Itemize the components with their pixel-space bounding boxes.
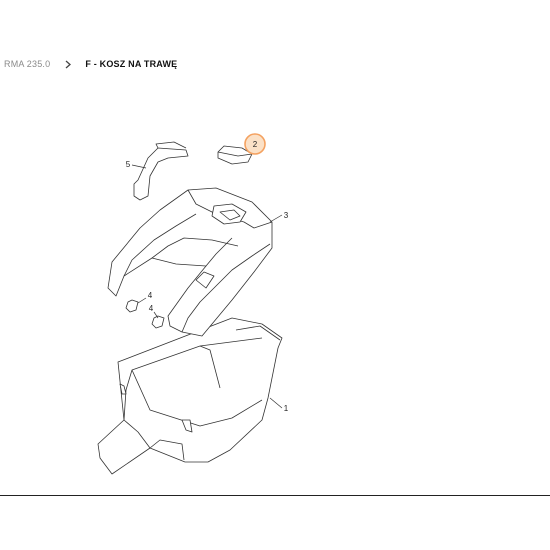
part-1-callout[interactable]: 1 <box>284 404 289 413</box>
bottom-divider <box>0 495 550 496</box>
part-4-screw-a[interactable] <box>125 299 139 313</box>
breadcrumb-current: F - KOSZ NA TRAWĘ <box>85 59 178 69</box>
part-2-callout[interactable]: 2 <box>253 140 258 149</box>
part-2-cap[interactable] <box>217 145 253 165</box>
breadcrumb: RMA 235.0 F - KOSZ NA TRAWĘ <box>4 57 177 71</box>
breadcrumb-parent-link[interactable]: RMA 235.0 <box>4 59 51 69</box>
part-4-callout-a[interactable]: 4 <box>148 291 153 300</box>
part-5-callout[interactable]: 5 <box>126 160 131 169</box>
part-3-callout[interactable]: 3 <box>284 211 289 220</box>
part-1-grass-box[interactable] <box>97 317 283 475</box>
part-4-screw-b[interactable] <box>151 315 165 329</box>
part-3-upper-cover[interactable] <box>107 187 273 337</box>
part-5-handle[interactable] <box>133 141 189 201</box>
chevron-right-icon <box>65 60 72 69</box>
part-2-callout-highlight[interactable] <box>244 133 266 155</box>
part-4-callout-b[interactable]: 4 <box>149 304 154 313</box>
